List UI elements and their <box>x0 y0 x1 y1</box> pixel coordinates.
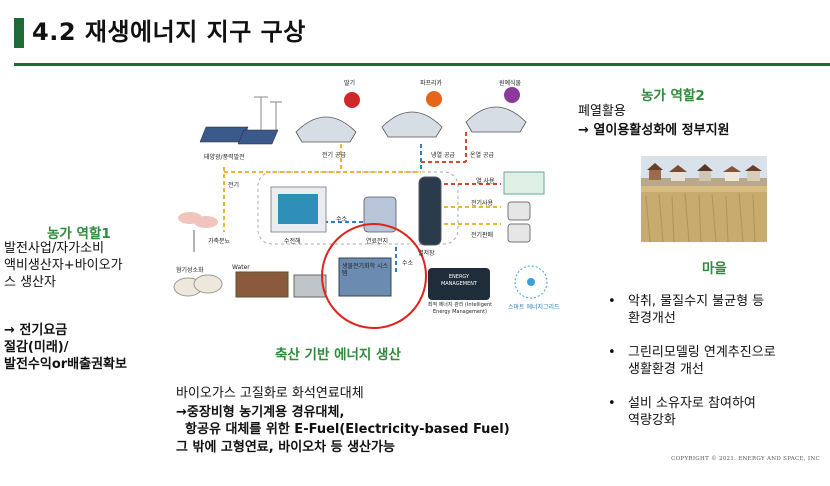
label-elec-sale: 전기판매 <box>471 232 494 239</box>
label-solar: 태양광/풍력발전 <box>204 154 245 161</box>
farm-role1-line: 발전사업/자가소비 <box>4 241 105 256</box>
label-heat-storage: 열저장 <box>418 250 435 257</box>
meter-icon <box>507 223 531 243</box>
label-heat-use: 열 사용 <box>476 178 495 185</box>
title-accent-bar <box>14 18 24 48</box>
flower-icon <box>504 87 520 103</box>
greenhouse-small-icon <box>503 171 545 195</box>
label-hydrogen: 수소 <box>336 216 348 223</box>
village-item: 설비 소유자로 참여하여 역량강화 <box>604 395 830 429</box>
bio-system-icon <box>338 257 392 297</box>
farm-role2-heading: 농가 역할2 <box>641 88 705 104</box>
farm-role1-heading: 농가 역할1 <box>47 226 111 242</box>
energy-management-icon <box>428 268 490 300</box>
farm-role1-benefit: → 전기요금 <box>4 323 68 338</box>
digester-tank-icon <box>193 274 223 294</box>
farm-role1-benefits: → 전기요금 절감(미래)/ 발전수익or배출권확보 <box>4 322 174 373</box>
label-electrolysis: 수전해 <box>284 238 301 245</box>
greenhouse-icon <box>295 106 527 143</box>
center-bold-line: 항공유 대체를 위한 E-Fuel(Electricity-based Fuel… <box>176 422 510 437</box>
farm-role1-benefit: 절감(미래)/ <box>4 340 69 355</box>
label-smart-grid: 스마트 에너지그리드 <box>508 304 560 311</box>
plant-icon <box>293 274 327 298</box>
farm-role1-benefit: 발전수익or배출권확보 <box>4 357 127 372</box>
energy-system-diagram: 딸기 파프리카 원예식물 태양광/풍력발전 전기 전기 공급 냉열 공급 온열 … <box>166 72 570 334</box>
label-elec-supply: 전기 공급 <box>322 152 346 159</box>
pig-icon <box>194 216 218 228</box>
farm-role2-support: → 열이용활성화에 정부지원 <box>578 123 730 138</box>
strawberry-icon <box>344 92 360 108</box>
village-heading: 마을 <box>702 261 727 277</box>
smart-grid-icon <box>514 265 548 299</box>
village-field-photo <box>641 156 767 242</box>
label-bio-system: 생물전기화학 시스템 <box>342 263 389 277</box>
label-strawberry: 딸기 <box>344 80 356 87</box>
label-digester: 혐기성소화 <box>176 267 204 274</box>
label-paprika: 파프리카 <box>420 80 443 87</box>
label-water: Water <box>232 264 250 271</box>
label-hydrogen2: 수소 <box>402 260 414 267</box>
label-mgmt-caption: 최적 에너지 관리 (Intelligent Energy Management… <box>427 302 493 315</box>
center-line: 바이오가스 고질화로 화석연료대체 <box>176 386 364 401</box>
paprika-icon <box>426 91 442 107</box>
label-horticulture: 원예식물 <box>499 80 522 87</box>
label-warm-supply: 온열 공급 <box>470 152 494 159</box>
meter-icon <box>507 201 531 221</box>
label-livestock: 가축분뇨 <box>208 238 231 245</box>
farm-role2-line: 폐열활용 <box>578 104 626 119</box>
village-list: 악취, 물질수지 불균형 등 환경개선 그린리모델링 연계추진으로 생활환경 개… <box>604 276 830 446</box>
plant-icon <box>235 271 289 298</box>
center-bold-line: 그 밖에 고형연료, 바이오차 등 생산가능 <box>176 440 395 455</box>
village-item: 악취, 물질수지 불균형 등 환경개선 <box>604 293 830 327</box>
label-electricity: 전기 <box>228 182 240 189</box>
copyright: COPYRIGHT © 2021. ENERGY AND SPACE, INC <box>671 456 820 462</box>
label-energy-management: ENERGY MANAGEMENT <box>440 274 478 287</box>
farm-role1-text: 발전사업/자가소비 액비생산자+바이오가 스 생산자 <box>4 240 164 291</box>
farm-role1-line: 스 생산자 <box>4 275 56 290</box>
label-fuel-cell: 연료전지 <box>366 238 389 245</box>
label-cool-supply: 냉열 공급 <box>431 152 455 159</box>
center-caption: 축산 기반 에너지 생산 <box>275 347 401 363</box>
heat-storage-icon <box>418 176 442 246</box>
solar-panel-icon <box>199 96 282 145</box>
center-bold-line: →중장비형 농기계용 경유대체, <box>176 405 345 420</box>
label-elec-use: 전기사용 <box>471 200 494 207</box>
highlight-circle <box>321 223 427 329</box>
farm-role1-line: 액비생산자+바이오가 <box>4 258 123 273</box>
village-item: 그린리모델링 연계추진으로 생활환경 개선 <box>604 344 830 378</box>
page-title: 4.2 재생에너지 지구 구상 <box>32 18 306 46</box>
title-divider <box>14 63 830 66</box>
